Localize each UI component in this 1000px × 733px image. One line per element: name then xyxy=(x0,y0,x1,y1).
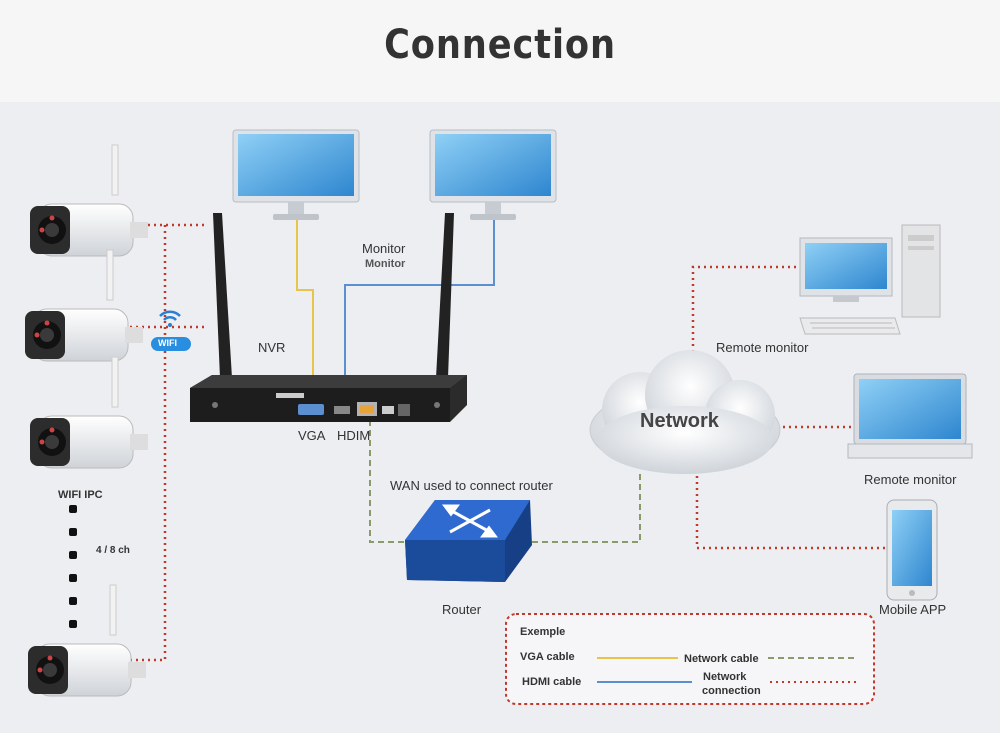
phone-icon xyxy=(886,499,938,601)
remote-monitor-label-2: Remote monitor xyxy=(864,472,957,487)
hdmi-cable-line xyxy=(344,215,495,405)
camera-icon xyxy=(25,249,143,362)
page-title: Connection xyxy=(384,22,616,68)
monitor-label-small: Monitor xyxy=(365,258,406,270)
network-cable-nvr-router xyxy=(369,420,408,543)
channels-label: 4 / 8 ch xyxy=(96,545,130,556)
monitor-icon xyxy=(232,129,360,220)
vga-cable-line xyxy=(296,215,314,405)
laptop-icon xyxy=(847,373,973,459)
more-cameras-dots xyxy=(69,505,77,628)
camera-icon xyxy=(28,584,146,697)
legend-network-connection-label-2: connection xyxy=(702,685,761,697)
wifi-ipc-label: WIFI IPC xyxy=(58,489,103,501)
legend-title: Exemple xyxy=(520,626,566,638)
network-connection-line xyxy=(695,470,885,550)
vga-label: VGA xyxy=(298,428,326,443)
network-cable-router-cloud xyxy=(532,470,641,543)
mobile-app-label: Mobile APP xyxy=(879,602,947,617)
wifi-badge-label: WIFI xyxy=(158,338,177,348)
wan-label: WAN used to connect router xyxy=(390,478,553,493)
hdim-label: HDIM xyxy=(337,428,371,443)
monitor-label: Monitor xyxy=(362,241,406,256)
wifi-icon xyxy=(159,310,181,327)
camera-icon xyxy=(30,356,148,469)
router-icon xyxy=(405,500,532,582)
router-label: Router xyxy=(442,602,482,617)
legend-network-connection-label-1: Network xyxy=(703,671,747,683)
legend-network-cable-label: Network cable xyxy=(684,653,759,665)
nvr-icon xyxy=(190,213,467,422)
camera-icon xyxy=(30,144,148,257)
monitor-icon xyxy=(429,129,557,220)
header: Connection xyxy=(0,0,1000,102)
network-connection-line xyxy=(691,265,800,370)
wifi-link-line xyxy=(118,225,167,662)
network-label: Network xyxy=(640,410,719,432)
legend-hdmi-label: HDMI cable xyxy=(522,676,582,688)
wifi-badge xyxy=(151,337,191,351)
legend-vga-label: VGA cable xyxy=(520,651,575,663)
remote-monitor-label-1: Remote monitor xyxy=(716,340,809,355)
nvr-label: NVR xyxy=(258,340,286,355)
desktop-pc-icon xyxy=(799,224,941,335)
cloud-icon xyxy=(589,350,781,474)
